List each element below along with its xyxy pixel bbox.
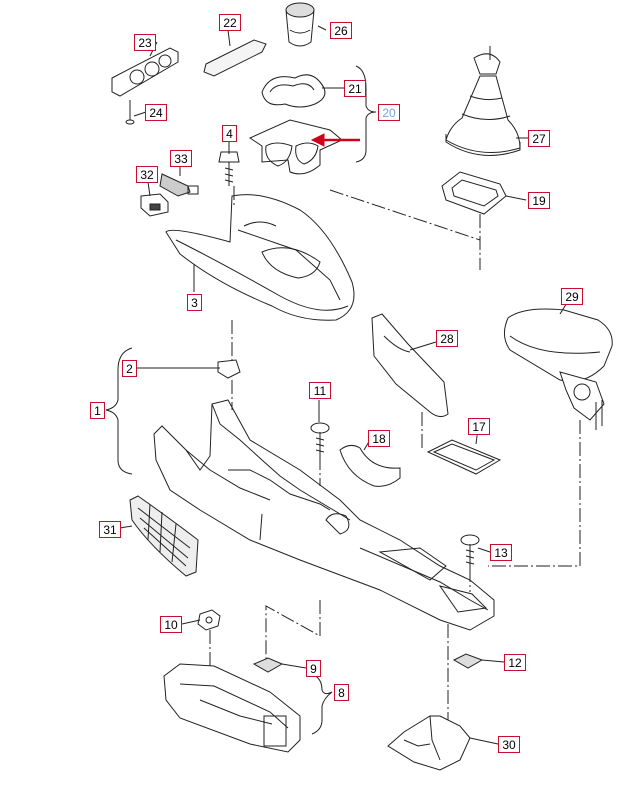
part-18-trim xyxy=(339,444,401,487)
alignment-lines xyxy=(209,186,581,720)
part-12-clip xyxy=(452,653,484,669)
callout-18: 18 xyxy=(368,430,390,447)
callout-2: 2 xyxy=(122,360,137,377)
part-30-rear-bracket xyxy=(387,715,471,771)
part-24-screw xyxy=(125,100,135,125)
part-23-switch-panel xyxy=(111,47,179,97)
part-4-screw xyxy=(218,151,240,186)
callout-9: 9 xyxy=(306,660,321,677)
part-3-center-trim xyxy=(165,194,355,321)
callout-8: 8 xyxy=(334,684,349,701)
callout-33: 33 xyxy=(170,150,192,167)
callout-27: 27 xyxy=(528,130,550,147)
callout-4: 4 xyxy=(222,125,237,142)
part-1-console xyxy=(153,399,495,631)
part-31-grille xyxy=(129,495,199,577)
callout-24: 24 xyxy=(145,104,167,121)
part-21-liner xyxy=(261,74,326,108)
part-32-connector xyxy=(140,193,169,217)
callout-13: 13 xyxy=(490,544,512,561)
callout-20: 20 xyxy=(378,104,400,121)
part-2-clip xyxy=(217,359,241,379)
callout-26: 26 xyxy=(330,22,352,39)
part-10-nut xyxy=(197,609,221,631)
callout-19: 19 xyxy=(528,192,550,209)
callout-30: 30 xyxy=(498,736,520,753)
part-33-lighter xyxy=(159,173,199,197)
callout-28: 28 xyxy=(436,330,458,347)
part-29-armrest xyxy=(504,308,613,430)
callout-31: 31 xyxy=(99,521,121,538)
part-9-clip xyxy=(252,657,284,673)
callout-3: 3 xyxy=(187,294,202,311)
callout-32: 32 xyxy=(136,166,158,183)
part-8-bracket xyxy=(163,663,301,753)
part-26-cup xyxy=(285,2,315,47)
part-28-cover xyxy=(371,313,449,418)
part-11-screw xyxy=(310,422,330,456)
group-brackets xyxy=(105,347,333,735)
callout-23: 23 xyxy=(134,34,156,51)
red-arrow xyxy=(310,133,360,147)
callout-12: 12 xyxy=(504,654,526,671)
part-17-mat xyxy=(426,439,502,475)
part-20-cupholder xyxy=(248,119,343,175)
callout-11: 11 xyxy=(309,382,331,399)
callout-10: 10 xyxy=(160,616,182,633)
part-27-gear-boot xyxy=(445,53,521,156)
callout-1: 1 xyxy=(90,402,105,419)
part-22-strip xyxy=(203,39,267,77)
callout-21: 21 xyxy=(344,80,366,97)
callout-22: 22 xyxy=(219,14,241,31)
callout-29: 29 xyxy=(561,288,583,305)
part-13-screw xyxy=(460,534,480,568)
callout-17: 17 xyxy=(468,418,490,435)
part-19-frame xyxy=(441,171,507,215)
